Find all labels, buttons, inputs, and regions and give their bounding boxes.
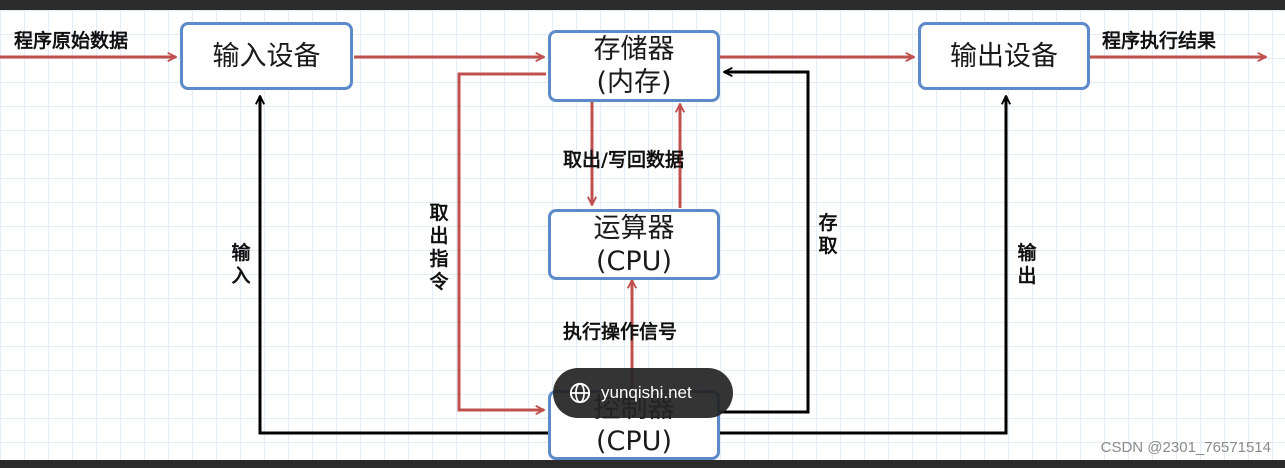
memory-line-2: (内存) bbox=[596, 67, 672, 98]
memory-line-1: 存储器 bbox=[593, 34, 675, 65]
diagram-canvas: 输入设备 存储器 (内存) 输出设备 运算器 (CPU) 控制器 (CPU) 程… bbox=[0, 10, 1285, 460]
label-fetch-writeback: 取出/写回数据 bbox=[563, 149, 684, 171]
alu-box: 运算器 (CPU) bbox=[548, 209, 720, 280]
label-program-data: 程序原始数据 bbox=[14, 30, 129, 52]
label-input: 输入 bbox=[231, 242, 251, 287]
output-device-box: 输出设备 bbox=[918, 22, 1090, 90]
label-access: 存取 bbox=[818, 212, 838, 257]
arrow-control-output bbox=[720, 96, 1006, 435]
connector-layer bbox=[0, 10, 1285, 435]
arrow-control-input bbox=[260, 96, 548, 435]
arrow-fetch-instruction bbox=[457, 72, 546, 410]
watermark-badge: yunqishi.net bbox=[553, 368, 733, 418]
input-device-box: 输入设备 bbox=[180, 22, 353, 90]
alu-line-2: (CPU) bbox=[596, 245, 672, 277]
csdn-credit: CSDN @2301_76571514 bbox=[1100, 439, 1271, 456]
label-program-result: 程序执行结果 bbox=[1102, 30, 1217, 52]
label-fetch-instruction: 取出指令 bbox=[429, 202, 449, 293]
label-exec-signal: 执行操作信号 bbox=[563, 321, 678, 343]
watermark-text: yunqishi.net bbox=[601, 383, 692, 402]
arrow-control-access bbox=[720, 72, 810, 414]
controller-line-2: (CPU) bbox=[596, 426, 672, 457]
alu-line-1: 运算器 bbox=[593, 212, 675, 244]
memory-box: 存储器 (内存) bbox=[548, 30, 720, 102]
label-output: 输出 bbox=[1017, 242, 1037, 287]
output-device-line-1: 输出设备 bbox=[950, 40, 1058, 72]
globe-icon bbox=[569, 382, 591, 404]
input-device-line-1: 输入设备 bbox=[212, 40, 321, 72]
